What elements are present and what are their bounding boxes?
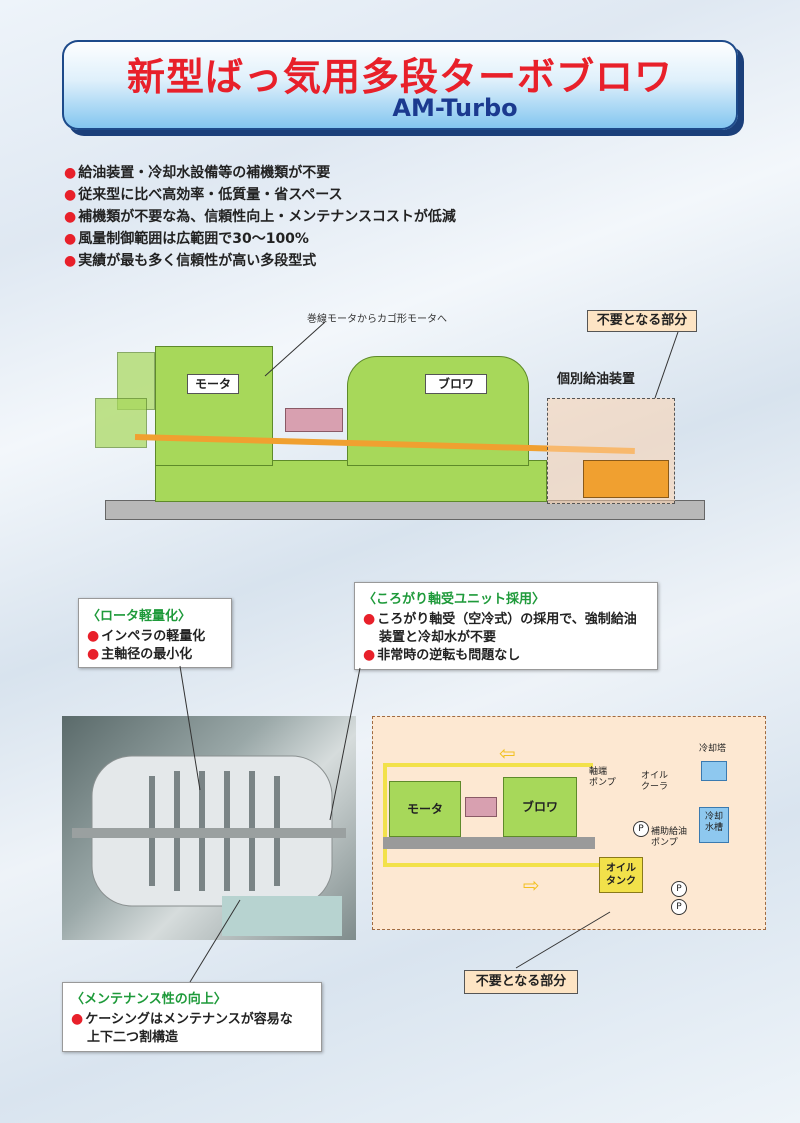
title-banner: 新型ばっ気用多段ターボブロワ AM-Turbo — [62, 40, 738, 130]
bullet-icon: ● — [64, 253, 77, 269]
feature-item: ●補機類が不要な為、信頼性向上・メンテナンスコストが低減 — [64, 209, 456, 225]
callout-bearing: 〈ころがり軸受ユニット採用〉 ●ころがり軸受（空冷式）の採用で、強制給油 装置と… — [354, 582, 658, 670]
schematic-motor: モータ — [389, 781, 461, 837]
arrow-left-icon: ⇦ — [499, 741, 516, 765]
callout-maintenance: 〈メンテナンス性の向上〉 ●ケーシングはメンテナンスが容易な 上下二つ割構造 — [62, 982, 322, 1052]
pipe — [383, 863, 603, 867]
callout-item: 上下二つ割構造 — [87, 1030, 179, 1045]
aux-pump-label: 補助給油 ポンプ — [651, 827, 688, 848]
schematic-blower: ブロワ — [503, 777, 577, 837]
pump-icon: P — [633, 821, 649, 837]
motor-label: モータ — [187, 374, 239, 394]
blower-label: ブロワ — [425, 374, 487, 394]
pump-icon: P — [671, 881, 687, 897]
oil-tank: オイル タンク — [599, 857, 643, 893]
pump-icon: P — [671, 899, 687, 915]
cutaway-illustration — [72, 755, 346, 936]
callout-heading: 〈ロータ軽量化〉 — [87, 609, 192, 624]
bullet-icon: ● — [64, 187, 77, 203]
water-tank: 冷却 水槽 — [699, 807, 729, 843]
base-frame — [155, 460, 547, 502]
pipe — [383, 763, 387, 863]
bullet-icon: ● — [64, 209, 77, 225]
oil-system-schematic: ⇦ ⇨ モータ ブロワ 軸端 ポンプ オイル クーラ 冷却塔 冷却 水槽 補助給… — [372, 716, 766, 930]
cutaway-photo — [62, 716, 356, 940]
feature-item: ●従来型に比べ高効率・低質量・省スペース — [64, 187, 343, 203]
page-subtitle: AM-Turbo — [392, 94, 518, 122]
callout-rotor: 〈ロータ軽量化〉 ●インペラの軽量化 ●主軸径の最小化 — [78, 598, 232, 668]
coupling — [285, 408, 343, 432]
unneeded-tag-schematic: 不要となる部分 — [464, 970, 578, 994]
page-title: 新型ばっ気用多段ターボブロワ — [126, 55, 673, 99]
bullet-icon: ● — [64, 231, 77, 247]
oil-unit-label: 個別給油装置 — [557, 372, 636, 387]
callout-item: ●インペラの軽量化 — [87, 628, 206, 644]
coupling — [465, 797, 497, 817]
motor-body — [155, 346, 273, 466]
leader-line — [264, 321, 326, 377]
base — [383, 837, 595, 849]
leader-line — [654, 331, 679, 399]
cooling-tower-icon — [701, 761, 727, 781]
feature-item: ●実績が最も多く信頼性が高い多段型式 — [64, 253, 317, 269]
cooling-tower-label: 冷却塔 — [699, 744, 727, 754]
pipe — [383, 763, 593, 767]
leader-line — [515, 911, 611, 969]
callout-item: ●ころがり軸受（空冷式）の採用で、強制給油 — [363, 611, 637, 627]
arrow-right-icon: ⇨ — [523, 873, 540, 897]
callout-item: ●主軸径の最小化 — [87, 646, 193, 662]
bearing-pump-label: 軸端 ポンプ — [589, 767, 616, 788]
feature-item: ●風量制御範囲は広範囲で30～100% — [64, 231, 309, 247]
machine-diagram: モータ ブロワ 巻線モータからカゴ形モータへ 不要となる部分 個別給油装置 — [95, 300, 715, 530]
unneeded-tag: 不要となる部分 — [587, 310, 697, 332]
oil-cooler-label: オイル クーラ — [641, 771, 669, 792]
callout-heading: 〈ころがり軸受ユニット採用〉 — [363, 592, 546, 607]
callout-item: 装置と冷却水が不要 — [379, 630, 497, 645]
callout-item: ●非常時の逆転も問題なし — [363, 647, 521, 663]
oil-tank-box — [583, 460, 669, 498]
feature-item: ●給油装置・冷却水設備等の補機類が不要 — [64, 165, 331, 181]
motor-note: 巻線モータからカゴ形モータへ — [307, 314, 447, 325]
callout-heading: 〈メンテナンス性の向上〉 — [71, 992, 227, 1007]
bullet-icon: ● — [64, 165, 77, 181]
callout-item: ●ケーシングはメンテナンスが容易な — [71, 1011, 293, 1027]
